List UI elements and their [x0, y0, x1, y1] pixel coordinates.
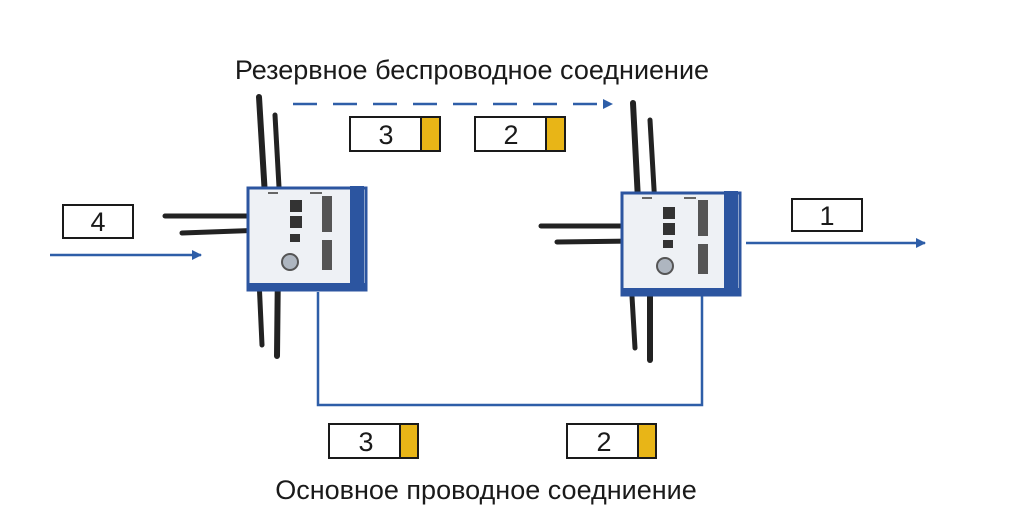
packet-tag [637, 423, 657, 459]
wireless-link-label: Резервное беспроводное соедниение [235, 55, 709, 85]
access-point-right [538, 100, 742, 363]
packet-box-input: 4 [62, 204, 134, 239]
packet-number: 3 [378, 120, 393, 150]
packet-number: 2 [596, 427, 611, 457]
packet-number: 4 [90, 207, 105, 237]
packet-box-wired-2: 2 [566, 423, 657, 459]
packet-number: 1 [819, 201, 834, 231]
packet-box-output: 1 [791, 198, 863, 232]
packet-tag [545, 116, 566, 152]
wired-primary-link [316, 292, 704, 407]
packet-box-wireless-2: 2 [474, 116, 566, 152]
packet-number: 3 [358, 427, 373, 457]
wireless-router-icon [538, 100, 742, 363]
wired-link-label: Основное проводное соедниение [275, 475, 697, 505]
wireless-router-icon [162, 94, 368, 359]
packet-box-wired-3: 3 [328, 423, 419, 459]
packet-number: 2 [503, 120, 518, 150]
packet-box-wireless-3: 3 [349, 116, 441, 152]
access-point-left [162, 94, 368, 359]
packet-tag [399, 423, 419, 459]
packet-tag [420, 116, 441, 152]
